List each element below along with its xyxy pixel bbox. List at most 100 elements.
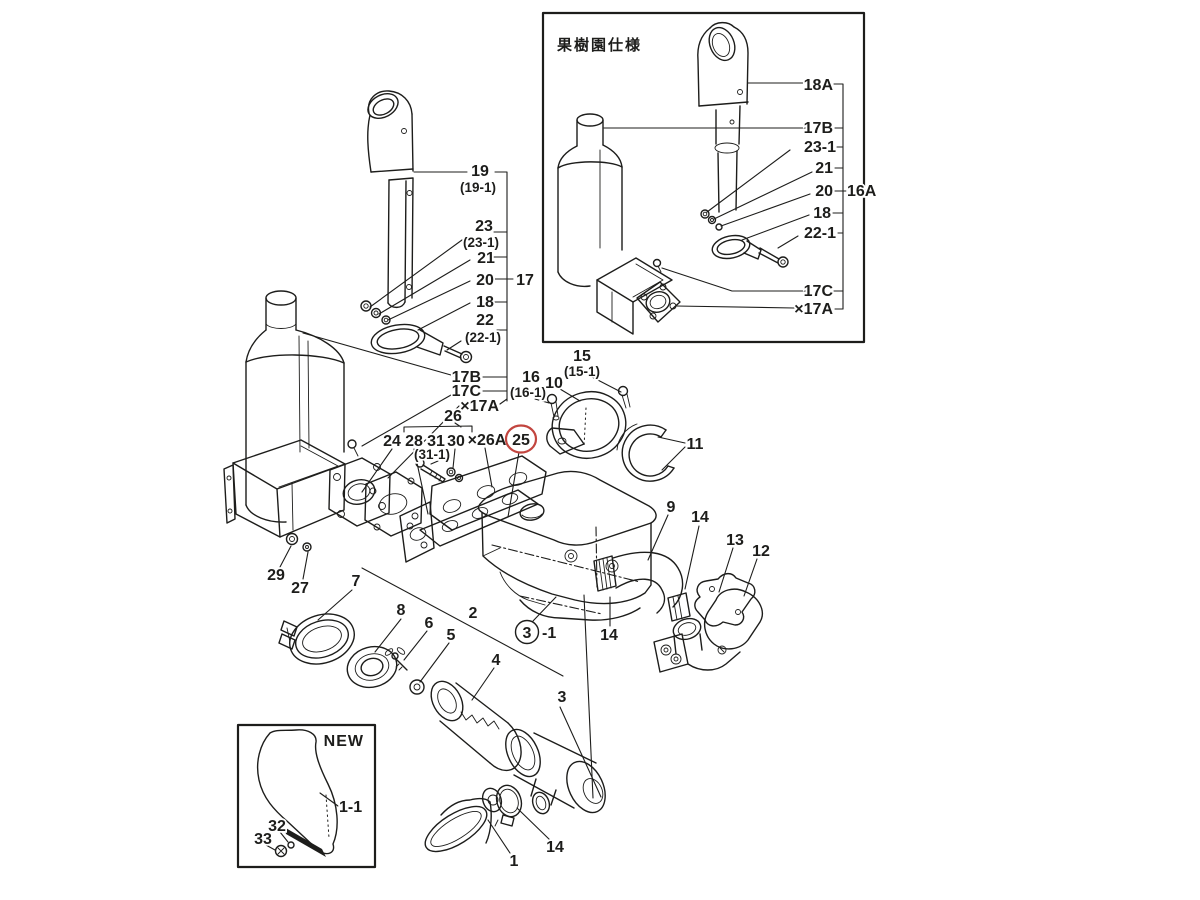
main-diagram: 19 (19-1) 23 (23-1) 21 20 17 18 22 (22-1…: [223, 90, 772, 872]
callout-17: 17: [516, 272, 534, 289]
flange-gasket: [364, 471, 423, 537]
new-callout-1-1: 1-1: [339, 799, 362, 816]
inset-callout-17b: 17B: [804, 120, 833, 137]
callout-16: 16: [522, 369, 540, 386]
callout-7: 7: [352, 573, 361, 590]
callout-24: 24: [383, 433, 401, 450]
callout-1: 1: [510, 853, 519, 870]
callout-15-1: (15-1): [564, 364, 600, 379]
scoop-clamp: [494, 784, 523, 827]
callout-31: 31: [427, 433, 445, 450]
plain-washer: [409, 679, 425, 695]
callout-bracket-17: [494, 171, 508, 402]
manifold-washers: [446, 467, 464, 483]
deflector-flap: [256, 729, 338, 857]
split-collar: [616, 423, 675, 482]
callout-25: 25: [512, 432, 530, 449]
inset-tail-pipe: [697, 21, 749, 213]
callout-15: 15: [573, 348, 591, 365]
callout-20: 20: [476, 272, 494, 289]
callout-2: 2: [469, 605, 478, 622]
callout-5: 5: [447, 627, 456, 644]
orchard-inset: 果樹園仕様: [541, 11, 879, 344]
callout-13: 13: [726, 532, 744, 549]
inset-callout-17c: 17C: [804, 283, 834, 300]
inlet-gasket: [346, 645, 398, 689]
callout-6: 6: [425, 615, 434, 632]
callout-18: 18: [476, 294, 494, 311]
callout-3: 3: [558, 689, 567, 706]
inlet-clamp: [278, 613, 355, 665]
callout-22-1: (22-1): [465, 330, 501, 345]
callout-26: 26: [444, 408, 462, 425]
circle-3: [514, 619, 540, 645]
callout-10: 10: [545, 375, 563, 392]
callout-27: 27: [291, 580, 309, 597]
leader-lines: [279, 171, 758, 854]
flap-blade: [284, 827, 326, 857]
callout-31-1: (31-1): [414, 447, 450, 462]
callout-11: 11: [687, 436, 704, 453]
callout-17c: 17C: [452, 383, 482, 400]
callout-14-hose-bottom: 14: [600, 627, 618, 644]
callout-23: 23: [475, 218, 493, 235]
callout-29: 29: [267, 567, 285, 584]
callout-4: 4: [492, 652, 501, 669]
inset-callout-17a: ×17A: [794, 301, 833, 318]
callout-28: 28: [405, 433, 423, 450]
inset-callout-22-1: 22-1: [804, 225, 836, 242]
wing-bolt: [384, 647, 408, 671]
engine-block: [477, 470, 657, 621]
inset-muffler: [557, 113, 623, 288]
mount-washer: [302, 542, 312, 552]
callout-23-1: (23-1): [463, 235, 499, 250]
muffler: [245, 290, 345, 523]
callout-21: 21: [477, 250, 495, 267]
orchard-inset-border: [541, 11, 866, 344]
inset-leader-lines: [603, 82, 847, 310]
new-inset-leaders: [265, 792, 339, 851]
callout-19-1: (19-1): [460, 180, 496, 195]
tail-pipe: [367, 90, 414, 309]
callout-16-1: (16-1): [510, 385, 546, 400]
inset-callout-16a: 16A: [847, 183, 877, 200]
pipe-mount-fasteners: [360, 300, 391, 325]
orchard-inset-title: 果樹園仕様: [556, 36, 642, 54]
exhaust-clamp: [370, 323, 444, 356]
hose-clamp-housing: [667, 592, 691, 622]
inset-callout-23-1: 23-1: [804, 139, 836, 156]
callout-3-suffix: -1: [542, 625, 556, 642]
new-callout-32: 32: [268, 818, 286, 835]
callout-19: 19: [471, 163, 489, 180]
manifold-stud-bolt: [415, 458, 446, 483]
callout-8: 8: [397, 602, 406, 619]
filter-element: [430, 680, 522, 772]
new-inset: NEW 1-1 32 33: [236, 723, 377, 869]
intake-scoop: [424, 787, 503, 853]
clamp-bolt-16: [546, 393, 560, 421]
exhaust-manifold: [399, 455, 547, 563]
muffler-clamp: [546, 391, 627, 459]
intake-housing: [653, 588, 764, 673]
inset-outlet-flange: [636, 281, 681, 323]
callout-17a: ×17A: [460, 398, 499, 415]
callout-26a: ×26A: [468, 432, 507, 449]
muffler-outlet-box: [223, 439, 346, 538]
main-callouts: 19 (19-1) 23 (23-1) 21 20 17 18 22 (22-1…: [265, 161, 771, 872]
callout-9: 9: [667, 499, 676, 516]
inset-callout-18a: 18A: [804, 77, 834, 94]
shield-bolt: [347, 439, 359, 457]
new-callout-33: 33: [254, 831, 272, 848]
air-cleaner-body: [505, 728, 606, 815]
intake-housing-plate: [694, 572, 756, 627]
outlet-flange: [328, 457, 391, 527]
callout-17b: 17B: [452, 369, 481, 386]
callout-30: 30: [447, 433, 465, 450]
inset-outlet-box: [596, 257, 673, 335]
flap-screw: [274, 841, 295, 858]
inset-clamp-bolt: [758, 247, 789, 268]
inset-shield-bolt: [652, 258, 662, 273]
hose-clamp-engine: [593, 555, 617, 592]
manifold-gasket: [419, 489, 539, 547]
